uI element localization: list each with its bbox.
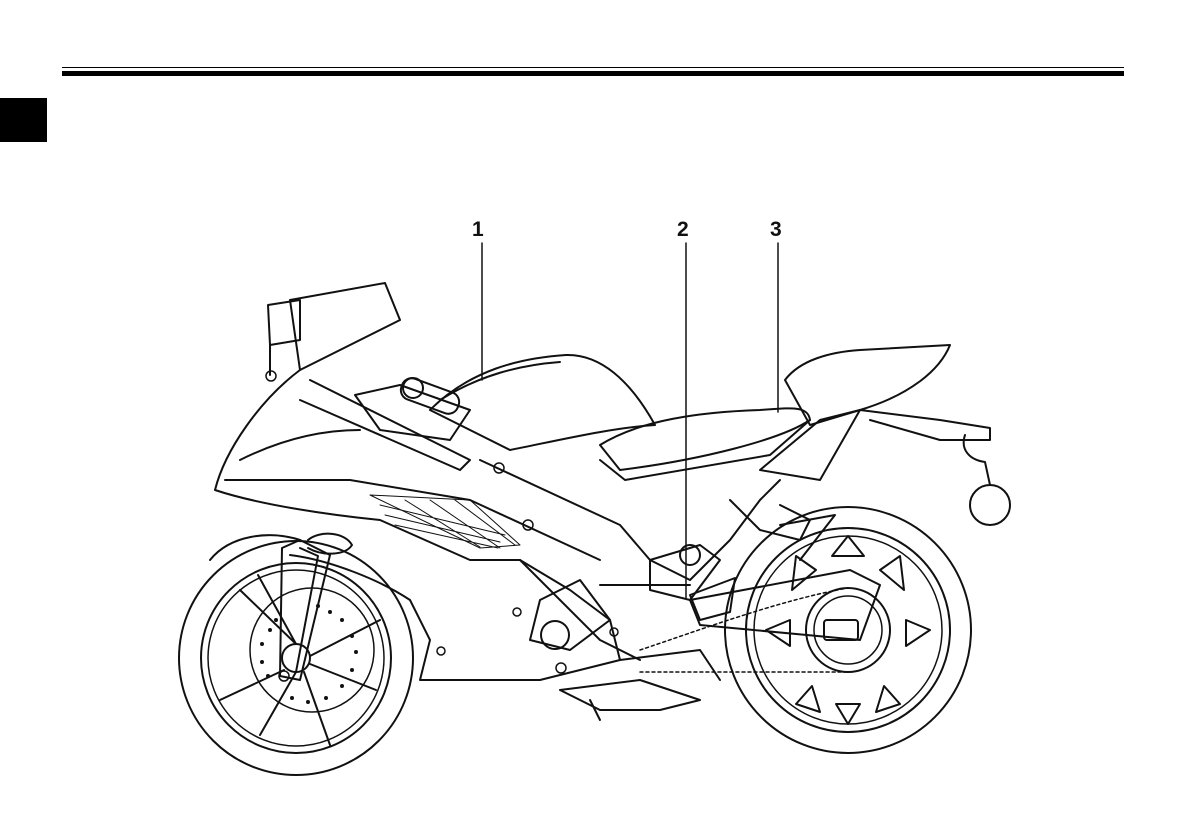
- bolts: [266, 371, 618, 681]
- leader-lines: [482, 243, 778, 598]
- rider-seat: [600, 408, 810, 480]
- swingarm: [690, 570, 880, 640]
- frame-and-engine: [480, 460, 810, 680]
- fuel-tank: [430, 355, 655, 450]
- front-wheel: [179, 541, 413, 775]
- side-vent-mesh: [370, 495, 520, 548]
- tail-section: [760, 345, 1010, 525]
